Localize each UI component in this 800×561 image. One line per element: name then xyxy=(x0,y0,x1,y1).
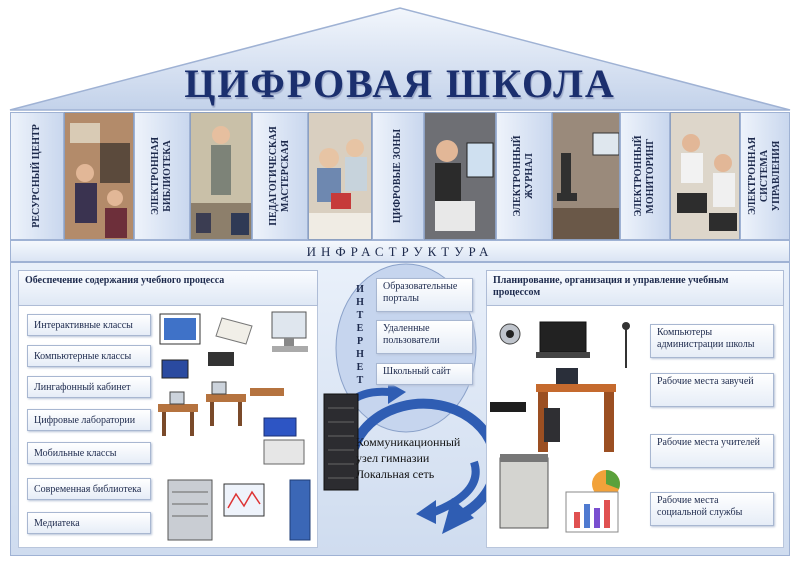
copier-icon xyxy=(499,457,549,529)
classroom-equipment-illustration xyxy=(158,311,311,541)
column-resource-center: РЕСУРСНЫЙ ЦЕНТР xyxy=(10,112,64,240)
photo-children-robot xyxy=(308,112,372,240)
list-item: Медиатека xyxy=(27,512,151,534)
list-item: Рабочие места учителей xyxy=(650,434,774,468)
column-electronic-monitoring: ЭЛЕКТРОННЫЙ МОНИТОРИНГ xyxy=(620,112,670,240)
list-item: Мобильные классы xyxy=(27,442,151,464)
internet-vertical-label: И Н Т Е Р Н Е Т xyxy=(356,284,364,386)
monitor-icon xyxy=(271,311,307,339)
bar-chart-icon xyxy=(565,491,619,533)
internet-item-school-site: Школьный сайт xyxy=(376,363,473,385)
computer-desk-icon xyxy=(536,384,616,392)
left-panel-heading: Обеспечение содержания учебного процесса xyxy=(18,270,318,306)
list-item: Рабочие места завучей xyxy=(650,373,774,407)
mobile-class-cart-icon xyxy=(167,479,213,541)
kit-box-icon xyxy=(263,417,297,437)
list-item: Цифровые лаборатории xyxy=(27,409,151,431)
internet-item-portals: Образовательные порталы xyxy=(376,278,473,312)
column-pedagogical-workshop: ПЕДАГОГИЧЕСКАЯ МАСТЕРСКАЯ xyxy=(252,112,308,240)
internet-item-remote-users: Удаленные пользователи xyxy=(376,320,473,354)
photo-pupils-laptops xyxy=(670,112,740,240)
infrastructure-band: ИНФРАСТРУКТУРА xyxy=(10,240,790,262)
server-rack-icon xyxy=(323,393,359,491)
column-electronic-management: ЭЛЕКТРОННАЯ СИСТЕМА УПРАВЛЕНИЯ xyxy=(740,112,790,240)
network-loop-arrow xyxy=(349,398,500,523)
list-item: Рабочие места социальной службы xyxy=(650,492,774,526)
photo-classroom xyxy=(64,112,134,240)
communication-node-label: Коммуникационный узел гимназии Локальная… xyxy=(356,435,461,481)
photo-microscope xyxy=(552,112,620,240)
list-item: Современная библиотека xyxy=(27,478,151,500)
list-item: Компьютерные классы xyxy=(27,345,151,367)
desk-icon xyxy=(158,404,198,412)
laptop-icon xyxy=(161,359,189,379)
projector-icon xyxy=(208,352,234,366)
photo-teacher xyxy=(190,112,252,240)
photo-girl-computer xyxy=(424,112,496,240)
list-item: Интерактивные классы xyxy=(27,314,151,336)
laptop-icon xyxy=(539,321,587,353)
right-panel-heading: Планирование, организация и управление у… xyxy=(486,270,784,306)
column-electronic-library: ЭЛЕКТРОННАЯ БИБЛИОТЕКА xyxy=(134,112,190,240)
list-item: Компьютеры администрации школы xyxy=(650,324,774,358)
media-shelf-icon xyxy=(289,479,311,541)
book-icon xyxy=(215,317,253,345)
router-icon xyxy=(490,402,526,412)
column-electronic-journal: ЭЛЕКТРОННЫЙ ЖУРНАЛ xyxy=(496,112,552,240)
office-equipment-illustration xyxy=(490,321,630,533)
page-title: ЦИФРОВАЯ ШКОЛА xyxy=(184,61,616,106)
roof xyxy=(9,7,791,111)
column-digital-zones: ЦИФРОВЫЕ ЗОНЫ xyxy=(372,112,424,240)
list-item: Лингафонный кабинет xyxy=(27,376,151,398)
